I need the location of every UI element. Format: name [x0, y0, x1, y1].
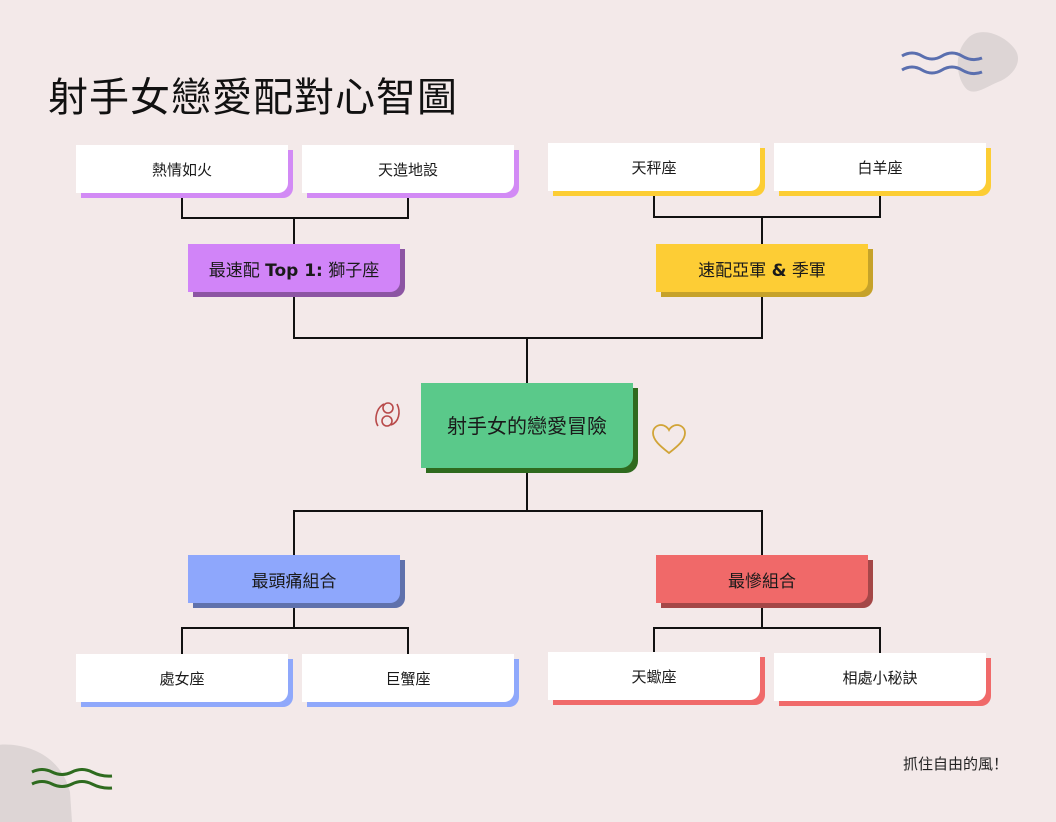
node-label: 巨蟹座 — [385, 669, 431, 688]
wave-decoration-icon — [31, 768, 113, 790]
connector-bottom-left-children — [181, 603, 409, 655]
node-best-match-leo[interactable]: 最速配 Top 1: 獅子座 — [188, 244, 400, 292]
node-label: 速配亞軍 & 季軍 — [698, 260, 826, 281]
node-cancer[interactable]: 巨蟹座 — [302, 654, 514, 702]
node-libra[interactable]: 天秤座 — [548, 143, 760, 191]
heart-outline-icon — [652, 424, 686, 455]
node-label: 最速配 Top 1: 獅子座 — [208, 260, 380, 281]
cancer-zodiac-icon — [375, 402, 400, 427]
node-label: 天蠍座 — [631, 667, 677, 686]
footer-caption: 抓住自由的風！ — [903, 755, 1009, 773]
page-title: 射手女戀愛配對心智圖 — [48, 74, 458, 121]
node-relationship-tips[interactable]: 相處小秘訣 — [774, 653, 986, 701]
node-scorpio[interactable]: 天蠍座 — [548, 652, 760, 700]
node-label: 白羊座 — [857, 158, 903, 177]
node-label: 相處小秘訣 — [842, 668, 918, 687]
node-passionate[interactable]: 熱情如火 — [76, 145, 288, 193]
node-worst-combo[interactable]: 最慘組合 — [656, 555, 868, 603]
connector-bottom-right-children — [653, 603, 881, 653]
wave-decoration-icon — [901, 51, 983, 76]
decorative-blob — [957, 32, 1019, 92]
node-virgo[interactable]: 處女座 — [76, 654, 288, 702]
node-label: 天造地設 — [377, 160, 438, 179]
connector-top-right-children — [653, 191, 881, 244]
node-perfect-match[interactable]: 天造地設 — [302, 145, 514, 193]
node-label: 處女座 — [159, 669, 205, 688]
central-topic-label: 射手女的戀愛冒險 — [447, 413, 607, 438]
node-label: 熱情如火 — [151, 160, 212, 179]
node-label: 最頭痛組合 — [251, 571, 337, 592]
central-topic-node[interactable]: 射手女的戀愛冒險 — [421, 383, 633, 468]
connector-center-to-bottom — [293, 468, 763, 555]
node-aries[interactable]: 白羊座 — [774, 143, 986, 191]
node-label: 天秤座 — [631, 158, 677, 177]
connector-top-left-children — [181, 193, 409, 244]
node-label: 最慘組合 — [728, 571, 796, 592]
connector-top-to-center — [293, 292, 763, 383]
node-runner-up-matches[interactable]: 速配亞軍 & 季軍 — [656, 244, 868, 292]
node-headache-combo[interactable]: 最頭痛組合 — [188, 555, 400, 603]
